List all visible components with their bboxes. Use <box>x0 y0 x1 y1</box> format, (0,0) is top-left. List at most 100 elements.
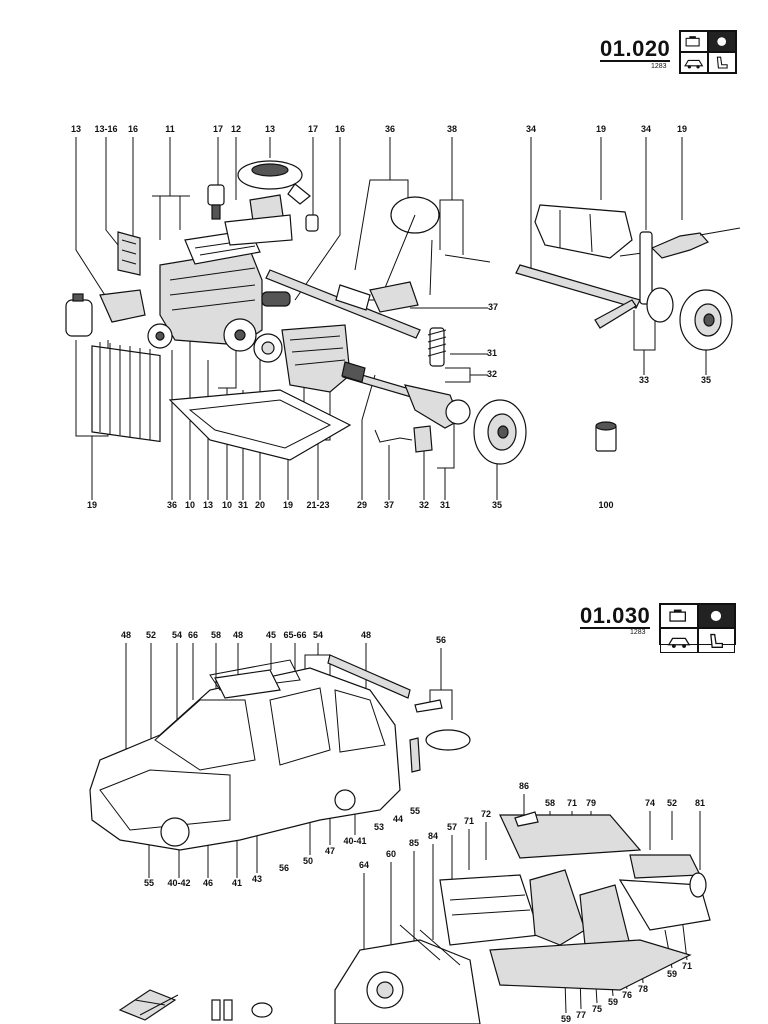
callout-label: 86 <box>518 781 530 791</box>
callout-label: 45 <box>265 630 277 640</box>
callout-label: 76 <box>621 990 633 1000</box>
callout-label: 13 <box>264 124 276 134</box>
callout-label: 59 <box>607 997 619 1007</box>
gearbox <box>281 324 351 393</box>
engine-block <box>159 229 263 352</box>
callout-label: 19 <box>282 500 294 510</box>
alternator <box>117 231 141 276</box>
callout-label: 19 <box>595 124 607 134</box>
callout-label: 84 <box>427 831 439 841</box>
callout-label: 56 <box>278 863 290 873</box>
callout-label: 31 <box>486 348 498 358</box>
water-pump <box>99 289 173 349</box>
callout-label: 37 <box>487 302 499 312</box>
paint-can <box>595 421 617 452</box>
pedal-box <box>369 239 491 313</box>
callout-label: 75 <box>591 1004 603 1014</box>
callout-label: 60 <box>385 849 397 859</box>
callout-label: 56 <box>435 635 447 645</box>
callout-label: 11 <box>165 124 175 134</box>
exhaust <box>619 227 741 259</box>
callout-label: 55 <box>409 806 421 816</box>
callout-label: 29 <box>356 500 368 510</box>
callout-label: 100 <box>598 500 614 510</box>
fuel-pump <box>305 214 319 232</box>
callout-label: 59 <box>666 969 678 979</box>
callout-label: 48 <box>360 630 372 640</box>
callout-label: 33 <box>638 375 650 385</box>
callout-label: 13-16 <box>94 124 118 134</box>
callout-label: 72 <box>480 809 492 819</box>
mechanical-exploded-view <box>65 137 741 500</box>
front-subframe <box>168 389 352 461</box>
callout-label: 58 <box>544 798 556 808</box>
gearbox-icon <box>697 604 735 629</box>
callout-label: 55 <box>143 878 155 888</box>
callout-label: 50 <box>302 856 314 866</box>
section-code-bottom: 01.030 <box>580 603 651 629</box>
callout-label: 54 <box>312 630 324 640</box>
callout-label: 16 <box>334 124 346 134</box>
callout-label: 17 <box>212 124 224 134</box>
callout-label: 40-41 <box>343 836 367 846</box>
callout-label: 35 <box>491 500 503 510</box>
callout-label: 58 <box>210 630 222 640</box>
callout-label: 10 <box>184 500 196 510</box>
callout-label: 48 <box>232 630 244 640</box>
callout-label: 81 <box>694 798 706 808</box>
seat-icon <box>708 52 736 73</box>
callout-label: 85 <box>408 838 420 848</box>
category-icon-box-bottom <box>659 603 736 653</box>
callout-label: 10 <box>221 500 233 510</box>
callout-label: 35 <box>700 375 712 385</box>
section-sub-bottom: 1283 <box>630 629 646 636</box>
engine-icon <box>680 31 708 52</box>
callout-label: 12 <box>230 124 242 134</box>
steering-rack <box>265 269 421 339</box>
callout-label: 32 <box>418 500 430 510</box>
callout-label: 38 <box>446 124 458 134</box>
callout-label: 57 <box>446 822 458 832</box>
rear-axle <box>515 231 674 329</box>
callout-label: 13 <box>202 500 214 510</box>
callout-label: 52 <box>666 798 678 808</box>
callout-label: 48 <box>120 630 132 640</box>
callout-label: 31 <box>439 500 451 510</box>
interior-exploded-view <box>334 794 711 1024</box>
callout-label: 46 <box>202 878 214 888</box>
callout-label: 20 <box>254 500 266 510</box>
section-sub-top: 1283 <box>651 63 667 70</box>
gearbox-icon <box>708 31 736 52</box>
callout-label: 71 <box>681 961 693 971</box>
callout-label: 47 <box>324 846 336 856</box>
callout-label: 44 <box>392 814 404 824</box>
callout-label: 36 <box>166 500 178 510</box>
callout-label: 19 <box>86 500 98 510</box>
callout-label: 79 <box>585 798 597 808</box>
callout-label: 65-66 <box>283 630 307 640</box>
clutch <box>253 333 283 363</box>
fuel-tank <box>534 204 633 259</box>
tool-kit <box>118 989 273 1021</box>
callout-label: 34 <box>525 124 537 134</box>
callout-label: 53 <box>373 822 385 832</box>
engine-icon <box>660 604 698 629</box>
callout-label: 71 <box>566 798 578 808</box>
callout-label: 13 <box>70 124 82 134</box>
callout-label: 17 <box>307 124 319 134</box>
front-wheel <box>473 399 527 465</box>
seat-icon <box>697 628 735 653</box>
callout-label: 16 <box>127 124 139 134</box>
car-icon <box>660 628 698 653</box>
callout-label: 74 <box>644 798 656 808</box>
callout-label: 31 <box>237 500 249 510</box>
category-icon-box-top <box>679 30 737 74</box>
rear-wheel <box>679 289 733 351</box>
callout-label: 77 <box>575 1010 587 1020</box>
car-icon <box>680 52 708 73</box>
callout-label: 43 <box>251 874 263 884</box>
callout-label: 32 <box>486 369 498 379</box>
callout-label: 71 <box>463 816 475 826</box>
brake-caliper <box>374 425 433 453</box>
